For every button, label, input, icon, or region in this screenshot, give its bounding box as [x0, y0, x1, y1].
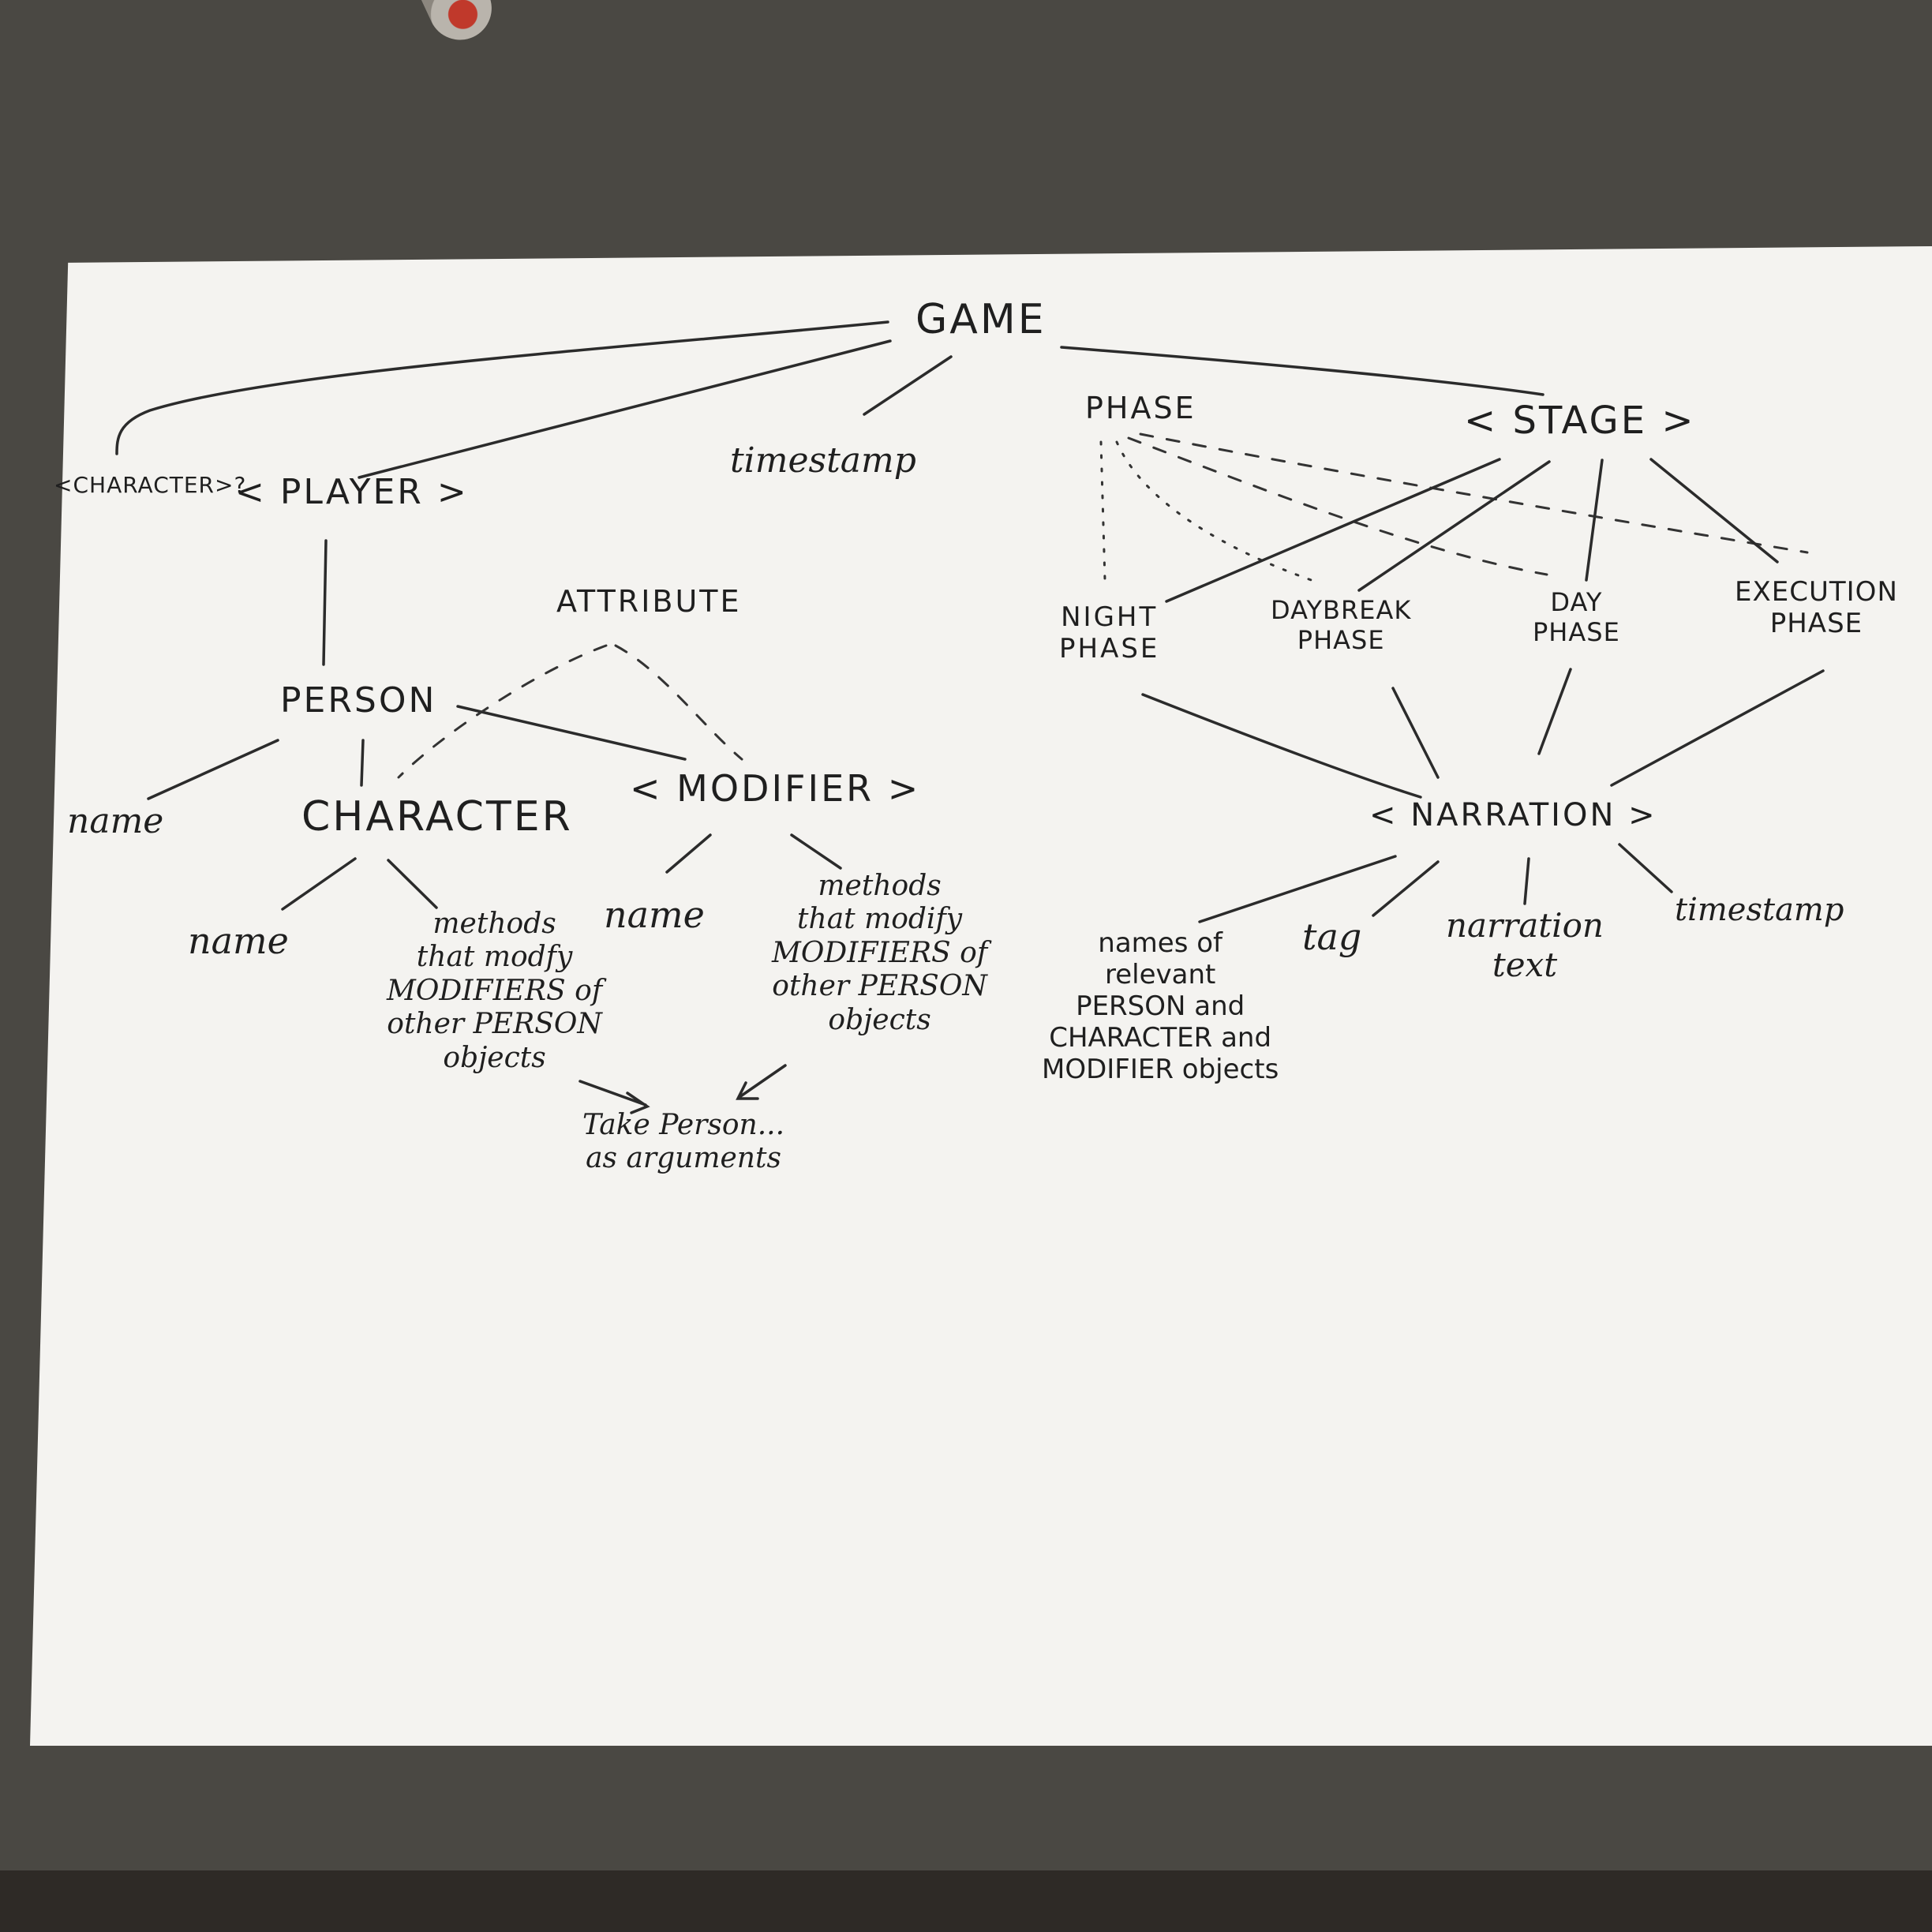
- node-character-name: name: [188, 919, 289, 962]
- edge-attribute-character: [397, 644, 608, 779]
- edge-game-stage: [1060, 346, 1544, 396]
- node-take-person: Take Person... as arguments: [582, 1109, 785, 1175]
- paper-sheet: [30, 246, 1932, 1746]
- node-narration-tag: tag: [1302, 915, 1362, 958]
- node-night-phase: NIGHT PHASE: [1059, 601, 1160, 665]
- table-surface-edge: [0, 1870, 1932, 1932]
- node-narration-text: narration text: [1446, 906, 1604, 984]
- edge-stage-day: [1585, 459, 1604, 582]
- edge-attribute-modifier: [614, 644, 743, 761]
- node-narration-timestamp: timestamp: [1675, 892, 1844, 928]
- node-game-timestamp: timestamp: [730, 440, 916, 481]
- edge-player-person: [322, 539, 328, 666]
- edge-stage-daybreak: [1357, 460, 1551, 592]
- edge-narration-names: [1198, 855, 1397, 923]
- node-daybreak-phase: DAYBREAK PHASE: [1271, 595, 1412, 655]
- edge-character-methods: [387, 859, 438, 909]
- node-person: PERSON: [280, 680, 437, 721]
- node-game: GAME: [915, 296, 1046, 343]
- node-modifier: < MODIFIER >: [630, 767, 921, 810]
- edge-person-modifier: [456, 705, 687, 761]
- edge-night-narration: [1141, 693, 1422, 799]
- node-character-optional: <CHARACTER>?: [54, 472, 247, 498]
- node-narration-names: names of relevant PERSON and CHARACTER a…: [1042, 927, 1279, 1086]
- arrow-character-take: [578, 1080, 650, 1114]
- edge-phase-daybreak: [1115, 440, 1320, 584]
- edge-stage-execution: [1649, 458, 1779, 564]
- node-modifier-name: name: [604, 893, 705, 936]
- edge-modifier-name: [665, 833, 712, 874]
- node-attribute: ATTRIBUTE: [556, 584, 742, 619]
- node-character: CHARACTER: [301, 793, 573, 841]
- node-character-methods: methods that modfy MODIFIERS of other PE…: [387, 908, 603, 1074]
- node-narration: < NARRATION >: [1369, 797, 1657, 833]
- edge-stage-night: [1165, 458, 1501, 603]
- edge-narration-tag: [1372, 860, 1440, 917]
- edge-character-name: [281, 857, 357, 911]
- edge-game-player: [358, 339, 892, 479]
- edge-person-name: [147, 739, 279, 800]
- edge-person-character: [360, 739, 365, 787]
- node-execution-phase: EXECUTION PHASE: [1735, 576, 1898, 640]
- edge-daybreak-narration: [1391, 687, 1440, 779]
- edge-phase-day: [1127, 436, 1548, 576]
- edge-phase-execution: [1139, 432, 1809, 554]
- node-phase: PHASE: [1085, 391, 1196, 425]
- edge-narration-text: [1523, 857, 1530, 905]
- edge-narration-timestamp: [1618, 843, 1673, 893]
- node-stage: < STAGE >: [1464, 399, 1696, 443]
- edge-modifier-methods: [790, 833, 842, 870]
- node-modifier-methods: methods that modify MODIFIERS of other P…: [772, 870, 988, 1036]
- node-person-name: name: [67, 801, 164, 841]
- edge-game-timestamp: [863, 355, 953, 416]
- edge-day-narration: [1537, 668, 1572, 755]
- edge-game-character: [115, 320, 889, 455]
- node-player: < PLAYER >: [235, 472, 469, 512]
- edge-execution-narration: [1610, 669, 1825, 787]
- arrow-modifier-take: [736, 1064, 787, 1100]
- node-day-phase: DAY PHASE: [1533, 587, 1620, 647]
- edge-phase-night: [1099, 440, 1106, 582]
